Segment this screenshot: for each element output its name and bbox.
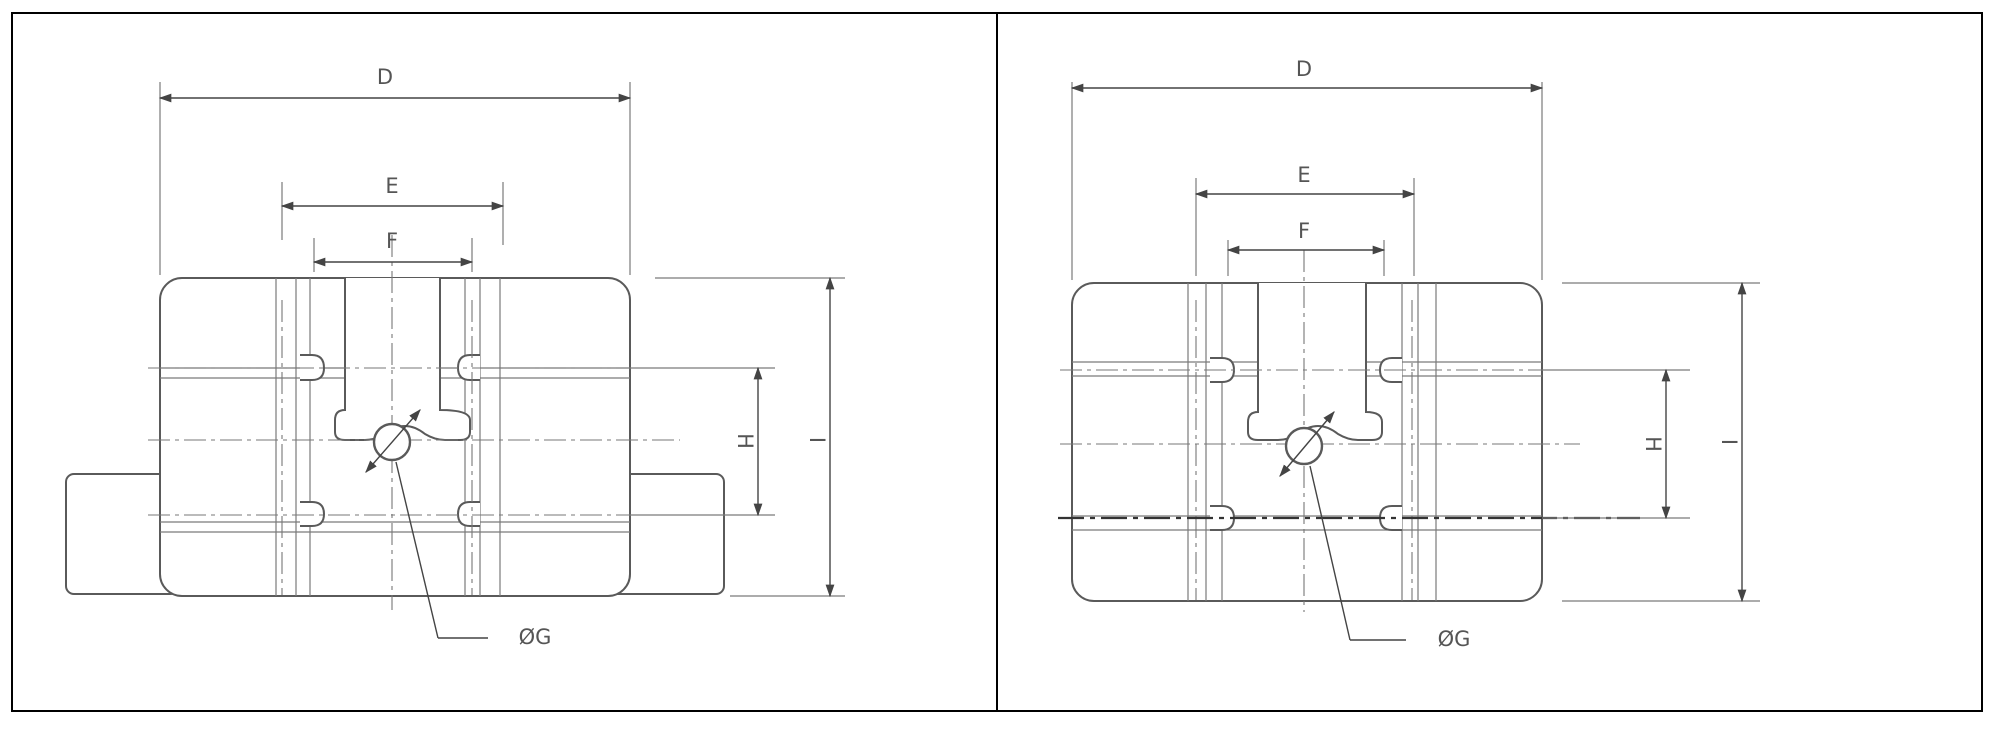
right-view: D E F H I ØG bbox=[1058, 57, 1760, 651]
label-i: I bbox=[1717, 439, 1741, 445]
label-h: H bbox=[1641, 436, 1665, 452]
label-e: E bbox=[1297, 163, 1310, 187]
extension-lines bbox=[159, 82, 845, 597]
hole-diameter-arrow bbox=[1279, 411, 1335, 477]
left-view: D E F H I ØG bbox=[65, 65, 845, 649]
label-d: D bbox=[377, 65, 393, 89]
central-slot bbox=[1247, 283, 1383, 441]
label-h: H bbox=[733, 433, 757, 449]
label-d: D bbox=[1296, 57, 1312, 81]
hole-leader bbox=[1309, 465, 1351, 641]
label-f: F bbox=[386, 229, 398, 253]
label-i: I bbox=[805, 437, 829, 443]
label-g: ØG bbox=[519, 625, 552, 649]
label-g: ØG bbox=[1438, 627, 1471, 651]
label-f: F bbox=[1298, 219, 1310, 243]
label-e: E bbox=[385, 174, 398, 198]
hole-diameter-arrow bbox=[365, 409, 421, 473]
hole-leader bbox=[395, 461, 439, 639]
